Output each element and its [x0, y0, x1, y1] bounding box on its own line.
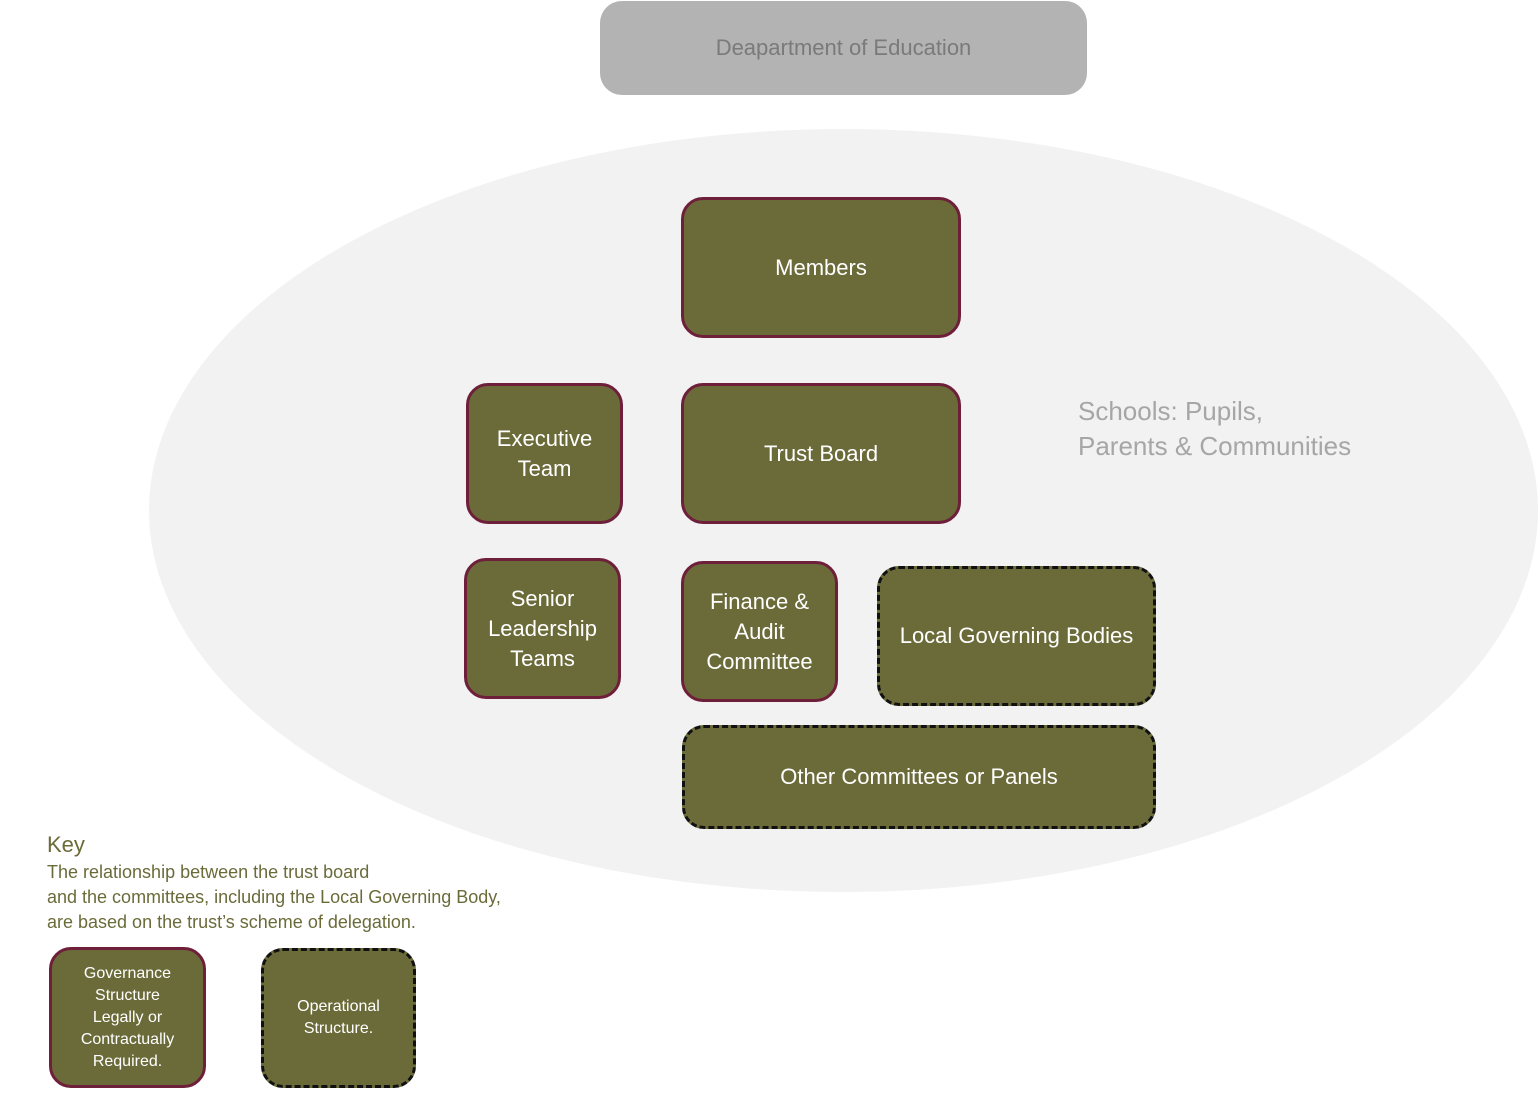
trust-board-label: Trust Board [763, 440, 879, 466]
other-committees-node: Other Committees or Panels [682, 725, 1156, 829]
executive-team-node: Executive Team [466, 383, 623, 524]
other-committees-label: Other Committees or Panels [780, 764, 1058, 789]
members-label: Members [775, 254, 867, 280]
operational-legend-label: Operational Structure. [297, 998, 380, 1037]
operational-legend: Operational Structure. [261, 948, 416, 1088]
governance-legend-label: Governance Structure Legally or Contract… [80, 964, 175, 1070]
local-governing-label: Local Governing Bodies [899, 623, 1134, 648]
department-of-education-label: Deapartment of Education [715, 35, 972, 60]
finance-audit-label: Finance & Audit Committee [706, 588, 813, 674]
key-title: Key [47, 832, 85, 857]
trust-board-node: Trust Board [681, 383, 961, 524]
schools-label: Schools: Pupils, Parents & Communities [1078, 396, 1352, 461]
local-governing-node: Local Governing Bodies [877, 566, 1156, 706]
department-of-education-box: Deapartment of Education [600, 1, 1087, 95]
finance-audit-node: Finance & Audit Committee [681, 561, 838, 702]
governance-legend: Governance Structure Legally or Contract… [49, 947, 206, 1088]
executive-team-label: Executive Team [496, 425, 593, 481]
key-description: The relationship between the trust board… [47, 862, 501, 932]
senior-leadership-node: Senior Leadership Teams [464, 558, 621, 699]
senior-leadership-label: Senior Leadership Teams [488, 585, 597, 671]
members-node: Members [681, 197, 961, 338]
